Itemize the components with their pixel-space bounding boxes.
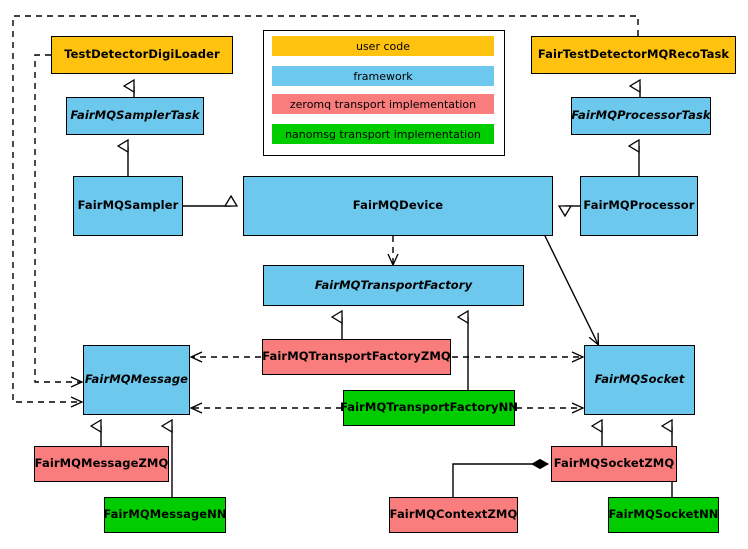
edge-digiloader-to-message <box>34 54 81 382</box>
class-node-FairMQSocket[interactable]: FairMQSocket <box>584 345 695 415</box>
class-node-FairMQTransportFactory[interactable]: FairMQTransportFactory <box>263 265 524 306</box>
class-node-FairMQProcessor[interactable]: FairMQProcessor <box>580 176 698 236</box>
edge-recotask-to-message <box>12 15 639 402</box>
edge-device-to-socket <box>544 235 598 344</box>
class-node-FairMQTransportFactoryZMQ[interactable]: FairMQTransportFactoryZMQ <box>262 339 451 375</box>
legend-item-nanomsg: nanomsg transport implementation <box>272 124 494 144</box>
class-node-FairMQContextZMQ[interactable]: FairMQContextZMQ <box>389 497 518 533</box>
legend-item-zeromq: zeromq transport implementation <box>272 94 494 114</box>
class-node-FairMQProcessorTask[interactable]: FairMQProcessorTask <box>571 97 711 135</box>
legend-item-framework: framework <box>272 66 494 86</box>
edge-contextzmq-to-socketzmq <box>452 464 548 497</box>
class-node-FairMQMessageZMQ[interactable]: FairMQMessageZMQ <box>34 446 169 482</box>
class-node-FairMQSampler[interactable]: FairMQSampler <box>73 176 183 236</box>
class-node-FairMQSocketNN[interactable]: FairMQSocketNN <box>608 497 719 533</box>
class-node-FairMQMessageNN[interactable]: FairMQMessageNN <box>103 497 227 533</box>
class-node-FairMQSamplerTask[interactable]: FairMQSamplerTask <box>66 97 204 135</box>
class-node-FairMQSocketZMQ[interactable]: FairMQSocketZMQ <box>551 446 677 482</box>
legend-item-user: user code <box>272 36 494 56</box>
class-node-TestDetectorDigiLoader[interactable]: TestDetectorDigiLoader <box>51 36 233 74</box>
class-node-FairMQDevice[interactable]: FairMQDevice <box>243 176 553 236</box>
class-node-FairMQTransportFactoryNN[interactable]: FairMQTransportFactoryNN <box>340 390 518 426</box>
class-node-FairTestDetectorMQRecoTask[interactable]: FairTestDetectorMQRecoTask <box>531 36 736 74</box>
class-node-FairMQMessage[interactable]: FairMQMessage <box>83 345 190 415</box>
